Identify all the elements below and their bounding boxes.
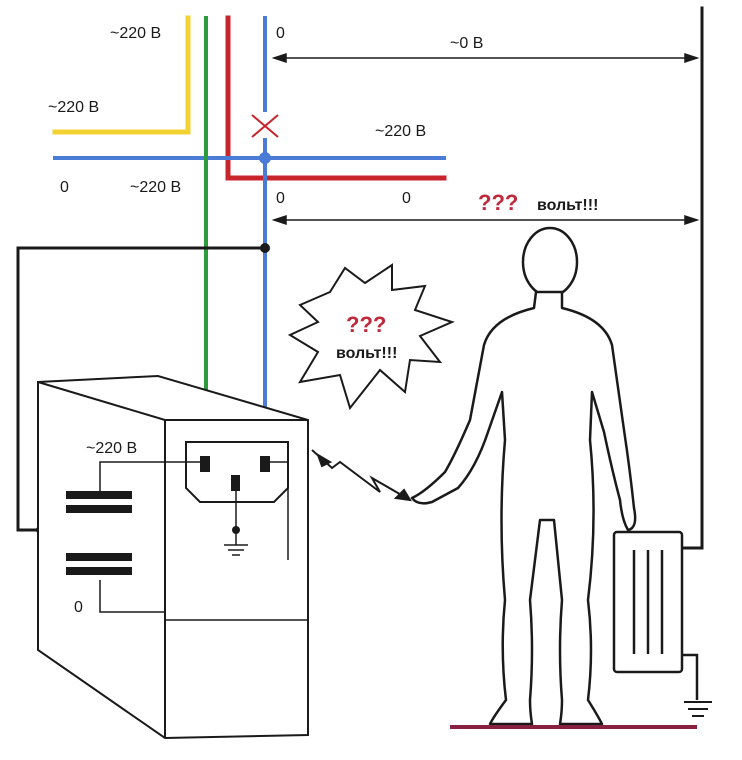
label-dimension-top: ~0 В: [450, 35, 483, 52]
filter-wiring: [99, 461, 289, 613]
yellow-phase-wire: [52, 15, 191, 135]
dimension-top: [271, 52, 700, 64]
label-blue-zero-left: 0: [60, 179, 69, 196]
label-red-zero-voltage: ~220 В: [130, 179, 181, 196]
person-silhouette-icon: [410, 226, 637, 726]
socket-pin-left: [200, 456, 210, 472]
label-red-right: ~220 В: [375, 123, 426, 140]
socket-pin-right: [260, 456, 270, 472]
label-case-voltage: ~220 В: [86, 440, 137, 457]
x-break-icon: [251, 114, 279, 138]
label-yellow-left: ~220 В: [48, 99, 99, 116]
ground-icon: [224, 544, 248, 556]
lightning-spark-icon: [311, 449, 412, 502]
shock-burst: [287, 263, 455, 411]
red-phase-wire: [225, 15, 447, 181]
capacitor-plate-4: [66, 567, 132, 575]
capacitor-plate-1: [66, 491, 132, 499]
earth-wire-right: [682, 6, 704, 550]
radiator-icon: [612, 530, 699, 700]
ground-junction-dot: [232, 526, 240, 534]
label-dimension-mid-unit: вольт!!!: [537, 197, 598, 214]
label-blue-mid-zero: 0: [276, 190, 285, 207]
capacitor-plate-2: [66, 505, 132, 513]
radiator-ground-icon: [684, 701, 712, 717]
label-burst-unit: вольт!!!: [336, 345, 397, 362]
dimension-mid: [271, 214, 700, 226]
label-case-zero: 0: [74, 599, 83, 616]
neutral-junction-dot: [259, 152, 271, 164]
bond-junction-dot: [260, 243, 270, 253]
label-yellow-top: ~220 В: [110, 25, 161, 42]
label-dimension-mid-question: ???: [478, 190, 518, 215]
label-burst-question: ???: [346, 312, 386, 337]
socket-pin-ground: [231, 475, 240, 491]
capacitor-plate-3: [66, 553, 132, 561]
label-red-zero: 0: [402, 190, 411, 207]
label-blue-top-zero: 0: [276, 25, 285, 42]
